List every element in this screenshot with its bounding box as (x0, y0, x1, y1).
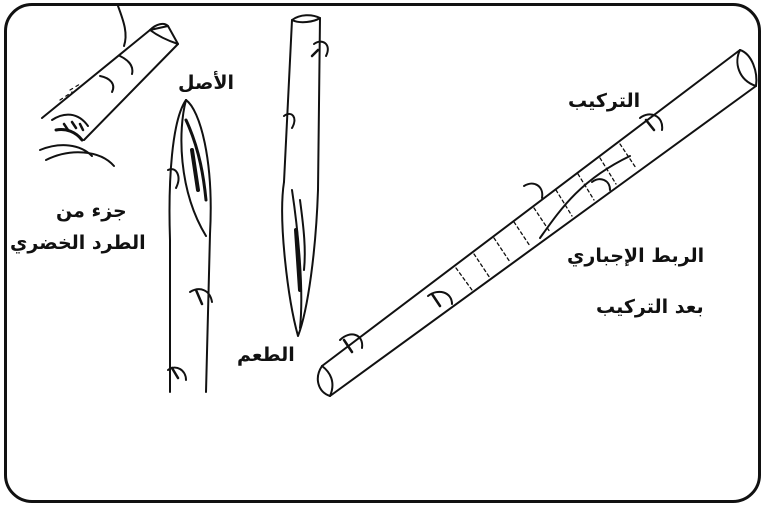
grafted-stem-drawing (318, 50, 757, 396)
rootstock-drawing (168, 100, 212, 392)
label-shoot-part-line2: الطرد الخضري (10, 232, 146, 254)
label-scion: الطعم (237, 344, 295, 366)
label-grafting: التركيب (568, 90, 640, 112)
label-binding-line2: بعد التركيب (596, 296, 704, 318)
label-binding-line1: الربط الإجباري (567, 245, 704, 267)
label-shoot-part-line1: جزء من (56, 200, 127, 222)
shoot-fragment-drawing (40, 6, 178, 166)
label-rootstock: الأصل (178, 72, 234, 94)
scion-drawing (282, 15, 328, 336)
